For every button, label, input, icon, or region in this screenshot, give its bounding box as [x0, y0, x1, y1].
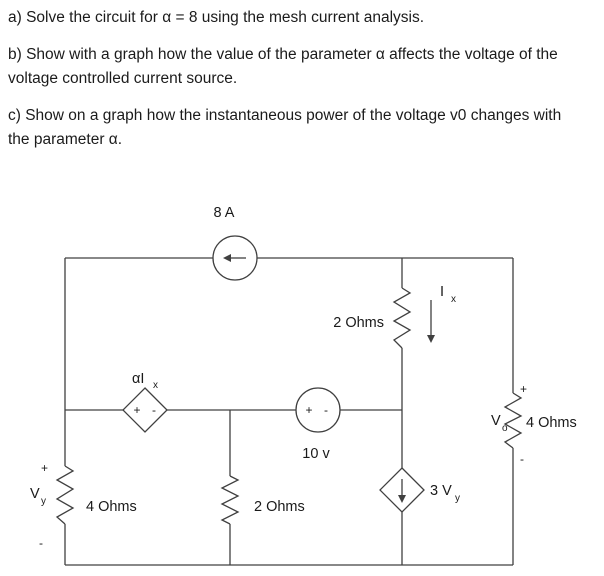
- problem-part-b: b) Show with a graph how the value of th…: [8, 46, 558, 87]
- label-8a: 8 A: [214, 205, 235, 221]
- label-ix: I: [440, 284, 444, 300]
- label-alpha-ix: αI: [132, 371, 144, 387]
- resistor-4ohm-left: [55, 465, 75, 525]
- resistor-2ohm-bottom: [220, 475, 240, 525]
- current-source-8a-arrowhead: [223, 254, 231, 262]
- label-alpha-minus: -: [152, 403, 156, 417]
- label-3vy-sub: y: [455, 493, 460, 504]
- label-alpha-plus: +: [133, 403, 140, 417]
- label-ix-sub: x: [451, 294, 456, 305]
- voltage-source-10v: [295, 387, 341, 433]
- label-vo-plus: +: [520, 382, 527, 396]
- circuit-wires: [64, 257, 514, 566]
- problem-part-c: c) Show on a graph how the instantaneous…: [8, 107, 562, 148]
- label-alpha-ix-sub: x: [153, 380, 158, 391]
- label-10v-plus: +: [305, 403, 312, 417]
- dependent-source-alpha-ix: [122, 387, 168, 433]
- label-vo: V: [491, 413, 501, 429]
- current-ix-arrowhead: [427, 335, 435, 343]
- label-vy-sub: y: [41, 496, 46, 507]
- resistor-4ohm-right: [503, 392, 523, 449]
- resistor-2ohm-top: [392, 287, 412, 349]
- label-vo-sub: o: [502, 423, 508, 434]
- problem-statement: a) Solve the circuit for α = 8 using the…: [8, 6, 564, 165]
- label-vo-minus: -: [520, 452, 524, 466]
- label-r2-top: 2 Ohms: [333, 315, 384, 331]
- label-10v: 10 v: [302, 446, 330, 462]
- problem-part-a: a) Solve the circuit for α = 8 using the…: [8, 9, 425, 26]
- label-vy-minus: -: [39, 536, 43, 550]
- label-r2-bottom: 2 Ohms: [254, 499, 305, 515]
- label-3vy: 3 V: [430, 483, 452, 499]
- label-vy: V: [30, 486, 40, 502]
- dependent-source-3vy-arrowhead: [398, 495, 406, 503]
- label-10v-minus: -: [324, 403, 328, 417]
- label-r4-left: 4 Ohms: [86, 499, 137, 515]
- label-vy-plus: +: [41, 461, 48, 475]
- label-r4-right: 4 Ohms: [526, 415, 577, 431]
